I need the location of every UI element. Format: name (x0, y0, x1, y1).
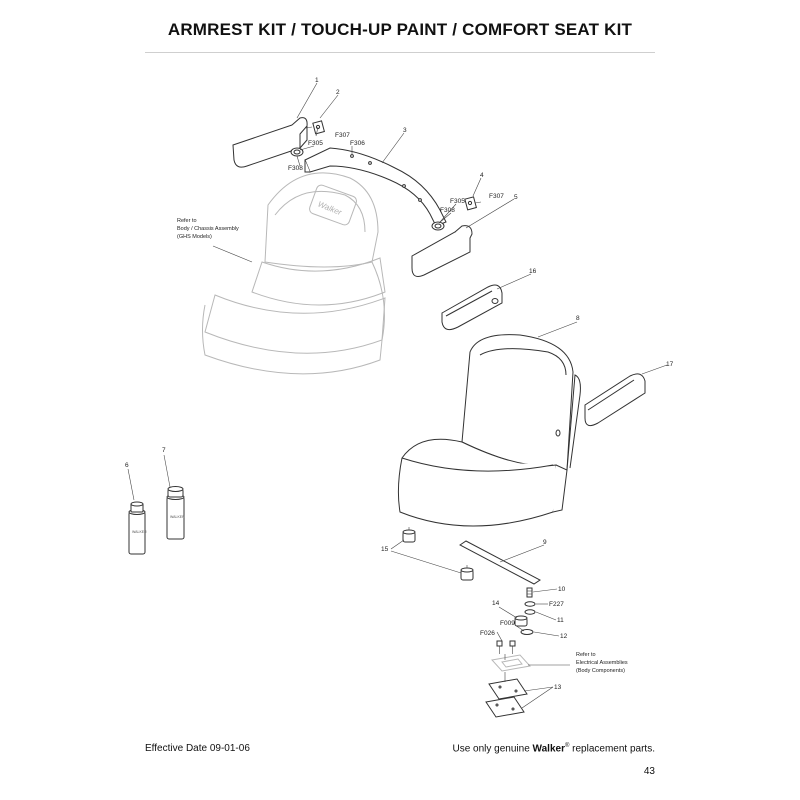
callout-2: 2 (336, 89, 340, 96)
callout-16: 16 (529, 268, 537, 275)
leader-lines (127, 82, 668, 709)
callout-7: 7 (162, 447, 166, 454)
part-7-paint-can (166, 486, 185, 540)
page-title: ARMREST KIT / TOUCH-UP PAINT / COMFORT S… (167, 20, 633, 39)
callout-labels: 1 2 3 4 5 6 7 8 9 10 11 12 13 14 15 16 1… (125, 77, 674, 691)
callout-6: 6 (125, 462, 129, 469)
callout-9: 9 (543, 539, 547, 546)
note-body-chassis-line-2: Body / Chassis Assembly (177, 226, 239, 232)
note-electrical-line-3: (Body Components) (576, 668, 625, 674)
part-17-armrest (584, 373, 646, 427)
callout-f308-left: F308 (288, 165, 303, 172)
callout-5: 5 (514, 194, 518, 201)
part-14-knob (514, 615, 528, 627)
callout-13: 13 (554, 684, 562, 691)
callout-f308-right: F308 (440, 207, 455, 214)
paint-can-7-label: WALKER (170, 515, 185, 519)
part-15-mount-lower (460, 565, 474, 581)
callout-15: 15 (381, 546, 389, 553)
notice-suffix: replacement parts. (569, 743, 655, 755)
notice-prefix: Use only genuine (452, 743, 533, 755)
callout-11: 11 (557, 617, 564, 624)
callout-12: 12 (560, 633, 568, 640)
page-number: 43 (643, 766, 655, 777)
callout-3: 3 (403, 127, 407, 134)
part-9-seat-rail (459, 540, 541, 585)
washer-f227 (524, 601, 536, 607)
part-6-paint-can (128, 501, 146, 555)
part-13-plate-upper (488, 678, 528, 700)
part-2-bracket (305, 120, 325, 135)
callout-f307-left: F307 (335, 132, 350, 139)
screw-f026 (496, 640, 516, 654)
brand-name: Walker (532, 743, 565, 755)
note-electrical-line-2: Electrical Assemblies (576, 660, 628, 666)
spacer-hole-right (434, 223, 442, 229)
part-10-spring (526, 587, 533, 598)
callout-10: 10 (558, 586, 566, 593)
part-1-armrest-left (232, 117, 308, 168)
callout-f307-right: F307 (489, 193, 504, 200)
part-8-comfort-seat (397, 334, 581, 527)
note-body-chassis-line-1: Refer to (177, 218, 197, 224)
callout-f305-left: F305 (308, 140, 323, 147)
effective-date: Effective Date 09-01-06 (145, 743, 250, 754)
callout-f026: F026 (480, 630, 495, 637)
reference-seat-ghost (202, 172, 386, 375)
note-electrical-line-1: Refer to (576, 652, 596, 658)
part-11-washer (524, 609, 536, 615)
title-divider (145, 52, 655, 53)
part-15-mount-upper (402, 527, 416, 543)
callout-4: 4 (480, 172, 484, 179)
seat-switch-ghost (491, 654, 531, 672)
callout-f305-right: F305 (450, 198, 465, 205)
seat-logo-text: Walker (316, 200, 343, 218)
callout-8: 8 (576, 315, 580, 322)
callout-17: 17 (666, 361, 674, 368)
spacer-hole-left (293, 149, 301, 155)
callout-1: 1 (315, 77, 319, 84)
note-electrical: Refer to Electrical Assemblies (Body Com… (576, 652, 628, 674)
callout-f227: F227 (549, 601, 564, 608)
note-body-chassis-line-3: (GHS Models) (177, 234, 212, 240)
part-4-bracket (464, 196, 482, 211)
callout-14: 14 (492, 600, 500, 607)
callout-f306: F306 (350, 140, 365, 147)
note-body-chassis: Refer to Body / Chassis Assembly (GHS Mo… (177, 218, 239, 240)
callout-f009: F009 (500, 620, 515, 627)
paint-can-6-label: WALKER (132, 530, 147, 534)
genuine-parts-notice: Use only genuine Walker® replacement par… (452, 743, 655, 754)
registered-mark: ® (564, 743, 570, 749)
part-16-armrest (441, 284, 503, 331)
part-5-armrest-right (411, 225, 473, 277)
part-13-plate-lower (485, 696, 525, 718)
